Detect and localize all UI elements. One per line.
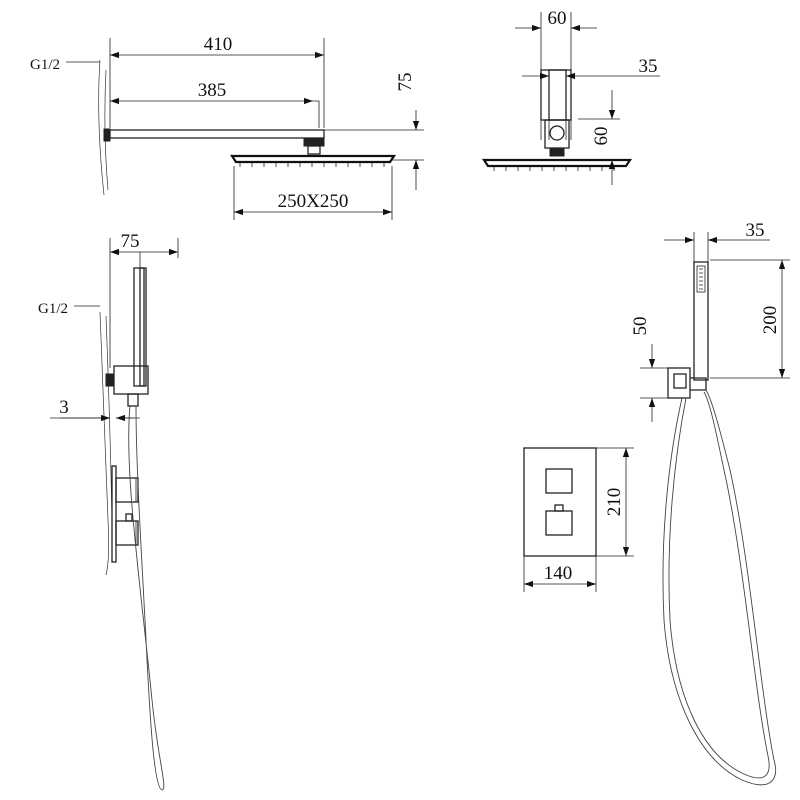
leader-385: [313, 100, 320, 128]
mount-ring: [549, 125, 565, 141]
wall-flange: [103, 128, 111, 142]
handset-front-view: 35 200 50: [630, 220, 790, 786]
dim-handset-length: 200: [760, 306, 781, 335]
dim-arm-total: 410: [204, 34, 233, 55]
arm-connector: [303, 137, 325, 147]
handle-bottom-knob: [125, 513, 133, 522]
extension-lines: [109, 38, 424, 220]
hose-side: [128, 405, 165, 791]
dim-head-size: 250X250: [278, 191, 349, 212]
hose-front: [662, 389, 777, 786]
valve-front-view: 210 140: [523, 447, 634, 592]
thread-label-bottom: G1/2: [38, 301, 68, 317]
shower-head-end-nozzles: [493, 167, 615, 171]
dim-side-height: 60: [591, 127, 612, 146]
handset-front: [693, 261, 709, 381]
valve-plate: [523, 447, 597, 557]
holder-front: [667, 367, 691, 399]
valve-knob-bottom: [545, 510, 573, 536]
dim-bracket-depth: 75: [121, 231, 140, 252]
handshower-side-view: G1/2 75 3: [38, 231, 179, 791]
spray-dots: [699, 268, 703, 290]
hose-front-inner: [668, 391, 770, 779]
water-outlet: [105, 373, 115, 387]
dim-handset-depth: 35: [746, 220, 765, 241]
shower-head-end: [481, 158, 633, 168]
dim-side-width: 60: [548, 8, 567, 29]
holder-arm: [690, 377, 707, 391]
leader-75-bracket: [139, 252, 141, 268]
handset-face: [139, 267, 147, 387]
shower-head-nozzles: [239, 163, 385, 167]
shower-head: [229, 154, 397, 164]
extension-lines-valve: [523, 447, 634, 592]
overhead-shower-side-view: G1/2 410 385 75 250X250: [30, 34, 424, 220]
holder-front-inner: [673, 373, 687, 389]
handset-spray-face: [696, 265, 706, 293]
wall-plate: [111, 465, 117, 563]
dim-arm-reach: 385: [198, 80, 227, 101]
shower-arm: [109, 129, 325, 139]
hose-connector: [127, 393, 139, 407]
holder-bracket: [113, 365, 149, 395]
handset-body: [133, 267, 145, 387]
arm-end-view: 60 35 60: [481, 8, 660, 185]
ball-joint: [307, 145, 321, 155]
dim-holder-height: 50: [630, 317, 651, 336]
dim-arm-drop: 75: [395, 73, 416, 92]
valve-knob-top: [545, 468, 573, 494]
dim-valve-width: 140: [544, 563, 573, 584]
dim-valve-height: 210: [604, 488, 625, 517]
thread-label-top: G1/2: [30, 57, 60, 73]
handle-top: [115, 477, 139, 503]
dim-side-depth: 35: [639, 56, 658, 77]
arm-column-inner: [548, 69, 567, 121]
dim-wall-gap: 3: [59, 397, 69, 418]
wall-hatch: [98, 59, 109, 196]
extension-lines-bracket: [50, 238, 179, 419]
valve-knob-marker: [554, 504, 564, 512]
extension-lines-handset: [640, 232, 790, 399]
mount-nut: [549, 147, 565, 157]
